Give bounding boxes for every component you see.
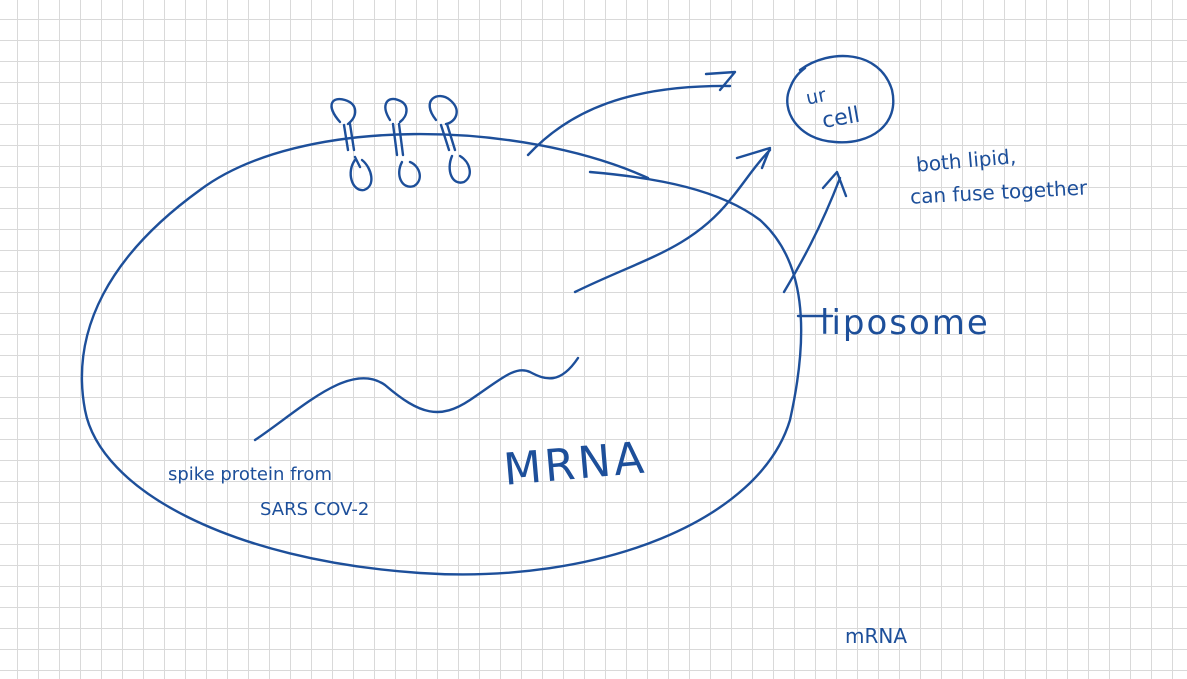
cell-label-line1: ur (804, 84, 828, 110)
fusion-note-line2: can fuse together (909, 175, 1088, 208)
mrna-small-label: mRNA (845, 624, 907, 648)
mrna-strand (253, 356, 580, 442)
cell-label-line2: cell (820, 103, 862, 134)
spike-protein-1 (330, 97, 373, 192)
arrow-top (526, 70, 737, 157)
arrow-middle (573, 146, 772, 294)
spike-protein-2 (384, 97, 421, 188)
target-cell-outline (786, 54, 895, 144)
liposome-membrane (80, 132, 803, 576)
fusion-note-line1: both lipid, (915, 144, 1017, 177)
spike-note-line2: SARS COV-2 (260, 499, 369, 520)
liposome-label: liposome (820, 303, 990, 343)
spike-note-line1: spike protein from (168, 464, 332, 485)
arrow-lower (782, 170, 848, 294)
mrna-main-label: MRNA (501, 433, 648, 496)
spike-protein-3 (428, 94, 471, 184)
